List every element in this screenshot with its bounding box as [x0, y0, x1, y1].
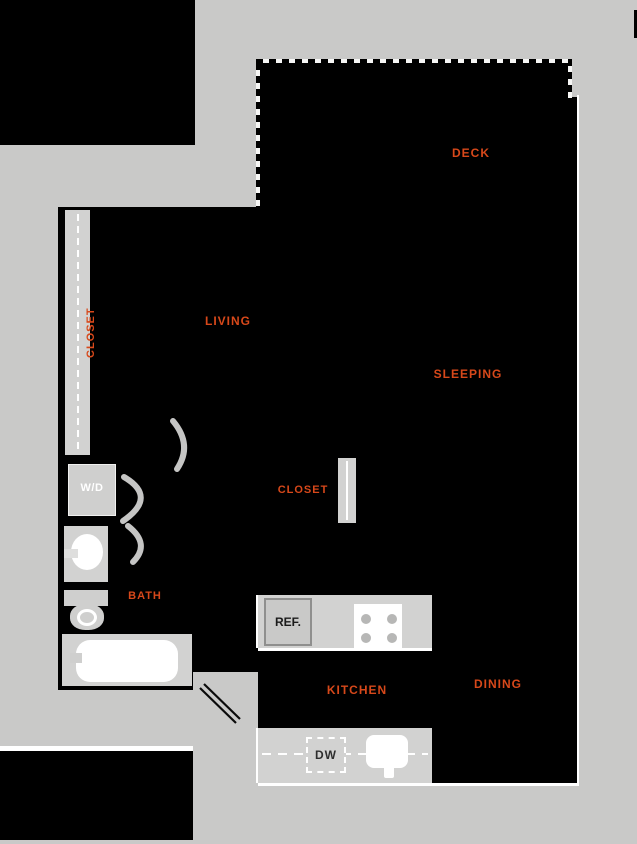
- kitchen-sink: [366, 735, 408, 768]
- room-label-sleeping: SLEEPING: [433, 367, 503, 381]
- dishwasher-label: DW: [315, 748, 337, 762]
- building-mask-top-left: [0, 0, 195, 145]
- room-label-dining: DINING: [474, 677, 522, 691]
- deck-outline-right-dashed: [568, 59, 572, 99]
- range-burner: [387, 633, 397, 643]
- kitchen-counter-top-bottom-edge: [258, 648, 432, 651]
- room-label-closet-left: CLOSET: [85, 307, 97, 359]
- unit-main-area: [258, 97, 577, 783]
- refrigerator-box: [264, 598, 312, 646]
- dishwasher-box: [306, 737, 346, 773]
- deck-outline-left-dashed: [256, 63, 260, 207]
- washer-dryer-box: [68, 464, 116, 516]
- bathtub-basin: [76, 640, 178, 682]
- room-label-bath: BATH: [128, 590, 162, 602]
- toilet-seat-ring: [77, 609, 97, 626]
- closet-left-rod-line: [77, 214, 79, 451]
- kitchen-sink-faucet: [384, 764, 394, 778]
- toilet-tank: [64, 590, 108, 606]
- room-label-closet-mid: CLOSET: [277, 484, 329, 496]
- range-box: [354, 604, 402, 650]
- closet-mid-rod-line: [346, 461, 348, 520]
- room-label-kitchen: KITCHEN: [326, 683, 388, 697]
- wall-hairline-right: [577, 95, 579, 783]
- wall-hairline-bottom: [258, 783, 579, 786]
- building-mask-bottom-left: [0, 751, 193, 840]
- range-burner: [387, 614, 397, 624]
- bathtub-faucet: [70, 653, 82, 663]
- vanity-faucet: [64, 549, 78, 558]
- deck-outline-top-dashed: [256, 59, 572, 63]
- kitchen-counter-bottom-left-edge: [256, 728, 258, 783]
- entry-walkway: [193, 672, 258, 844]
- kitchen-counter-top-left-edge: [256, 595, 258, 648]
- room-label-deck: DECK: [451, 146, 490, 160]
- unit-deck-area: [258, 62, 570, 97]
- room-label-living: LIVING: [204, 314, 251, 328]
- wall-hairline-bottom-left: [0, 746, 193, 751]
- range-burner: [361, 633, 371, 643]
- washer-dryer-label: W/D: [80, 482, 104, 494]
- refrigerator-label: REF.: [274, 615, 301, 629]
- building-mask-right-sliver: [634, 10, 637, 38]
- range-burner: [361, 614, 371, 624]
